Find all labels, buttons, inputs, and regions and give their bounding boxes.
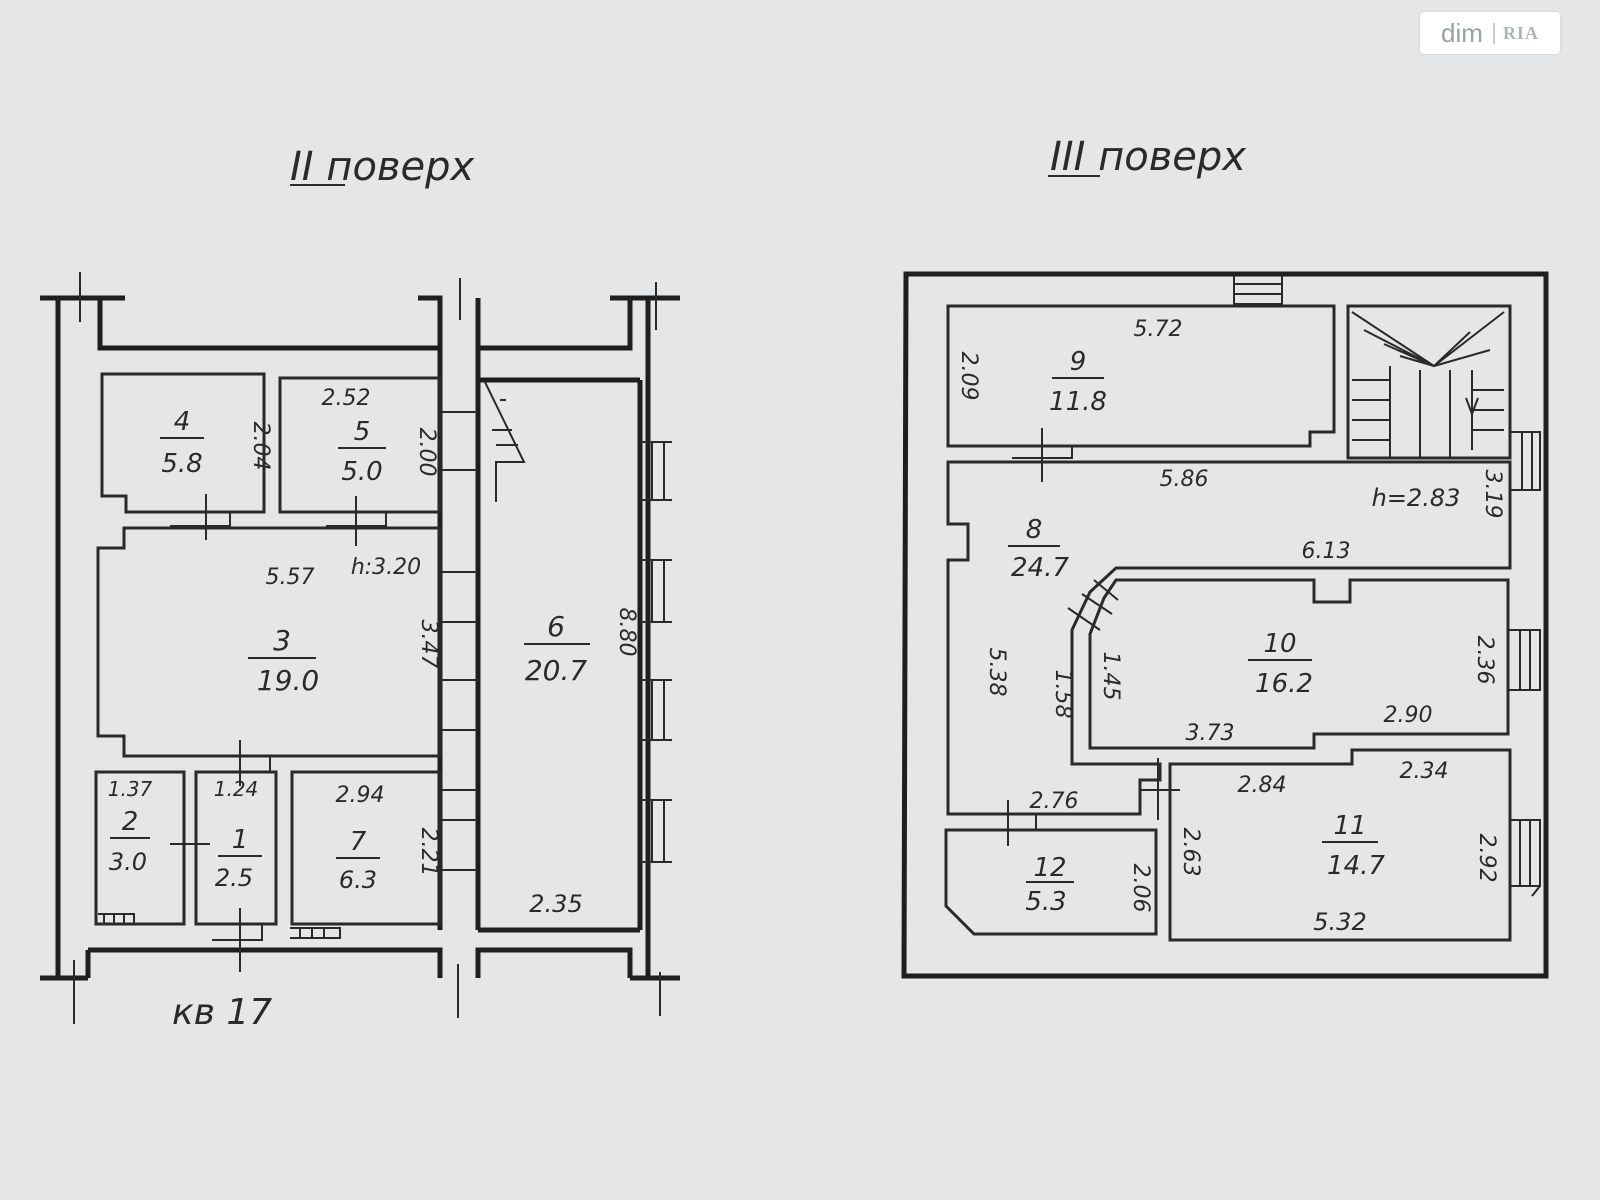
svg-text:5.72: 5.72 — [1134, 317, 1183, 342]
svg-text:11: 11 — [1333, 811, 1366, 841]
svg-text:8.80: 8.80 — [614, 608, 639, 657]
svg-text:9: 9 — [1070, 347, 1087, 377]
svg-text:2.21: 2.21 — [416, 828, 441, 877]
svg-text:16.2: 16.2 — [1255, 669, 1313, 699]
svg-text:6.3: 6.3 — [339, 866, 377, 894]
floor-3-outer-wall — [901, 271, 1549, 979]
svg-text:1.45: 1.45 — [1098, 652, 1123, 701]
svg-text:h:3.20: h:3.20 — [351, 555, 421, 580]
svg-text:14.7: 14.7 — [1327, 851, 1385, 881]
svg-text:2.90: 2.90 — [1384, 703, 1433, 728]
svg-text:5.0: 5.0 — [341, 457, 382, 487]
floor-2-footnote: кв 17 — [172, 992, 272, 1033]
svg-text:2.76: 2.76 — [1030, 789, 1079, 814]
svg-text:2.52: 2.52 — [322, 386, 371, 411]
svg-text:2.34: 2.34 — [1400, 759, 1449, 784]
floor-3-title: III поверх — [1050, 134, 1246, 180]
svg-text:2: 2 — [122, 807, 139, 837]
svg-text:1.58: 1.58 — [1050, 670, 1075, 719]
floor-2-room-2: 2 3.0 — [109, 807, 150, 876]
floor-3-room-9: 9 11.8 — [1049, 347, 1107, 417]
svg-text:2.06: 2.06 — [1128, 864, 1153, 913]
svg-text:5.86: 5.86 — [1160, 467, 1209, 492]
floor-2-title: II поверх — [290, 144, 475, 190]
svg-text:5: 5 — [354, 417, 371, 447]
floor-3-room-12: 12 5.3 — [1025, 853, 1074, 917]
floor-3-room-11: 11 14.7 — [1322, 811, 1385, 881]
floor-3-plan: III поверх 9 11.8 — [901, 134, 1549, 979]
svg-text:5.38: 5.38 — [984, 648, 1009, 697]
floor-2-room-3: 3 19.0 — [248, 624, 319, 697]
floor-2-room-7: 7 6.3 — [336, 827, 380, 894]
svg-text:1.37: 1.37 — [108, 777, 153, 801]
svg-text:2.84: 2.84 — [1238, 773, 1287, 798]
svg-text:2.09: 2.09 — [956, 352, 981, 401]
svg-text:2.04: 2.04 — [248, 422, 273, 471]
floor-3-room-10: 10 16.2 — [1248, 629, 1313, 699]
watermark-brand: dim — [1441, 17, 1483, 48]
floor-2-room-5: 5 5.0 — [338, 417, 386, 487]
svg-text:3.19: 3.19 — [1480, 470, 1505, 519]
svg-text:20.7: 20.7 — [525, 654, 588, 687]
svg-text:2.36: 2.36 — [1472, 636, 1497, 685]
svg-text:8: 8 — [1026, 515, 1043, 545]
svg-text:5.32: 5.32 — [1313, 908, 1366, 936]
svg-text:5.3: 5.3 — [1025, 887, 1066, 917]
floor-2-plan: II поверх — [40, 144, 680, 1033]
svg-text:4: 4 — [174, 407, 191, 437]
svg-text:3: 3 — [273, 624, 291, 657]
svg-text:2.94: 2.94 — [336, 783, 385, 808]
svg-text:3.0: 3.0 — [109, 848, 147, 876]
svg-text:3.47: 3.47 — [416, 620, 441, 669]
svg-text:2.63: 2.63 — [1178, 828, 1203, 877]
svg-text:10: 10 — [1263, 629, 1296, 659]
floor-2-room-1: 1 2.5 — [215, 825, 262, 892]
svg-text:2.00: 2.00 — [414, 428, 439, 477]
svg-text:2.35: 2.35 — [529, 890, 582, 918]
floor-2-dimensions: 2.52 2.04 2.00 5.57 h:3.20 3.47 8.80 1.3… — [108, 386, 639, 918]
floor-3-dimensions: 5.72 2.09 5.86 h=2.83 3.19 6.13 5.38 1.5… — [956, 317, 1505, 936]
svg-text:1.24: 1.24 — [214, 777, 259, 801]
svg-text:6.13: 6.13 — [1302, 539, 1351, 564]
svg-text:5.8: 5.8 — [161, 449, 202, 479]
svg-text:3.73: 3.73 — [1186, 721, 1235, 746]
svg-text:2.5: 2.5 — [215, 864, 253, 892]
floor-2-room-6: 6 20.7 — [524, 610, 590, 687]
svg-text:1: 1 — [232, 825, 249, 855]
watermark-brand-suffix: RIA — [1492, 22, 1539, 44]
dimria-watermark-logo: dim RIA — [1420, 12, 1560, 54]
svg-text:11.8: 11.8 — [1049, 387, 1107, 417]
svg-text:24.7: 24.7 — [1011, 553, 1069, 583]
floor-3-room-8: 8 24.7 — [1008, 515, 1069, 583]
svg-text:7: 7 — [350, 827, 367, 857]
svg-text:12: 12 — [1033, 853, 1066, 883]
floor-2-room-4: 4 5.8 — [160, 407, 204, 479]
svg-text:19.0: 19.0 — [257, 664, 319, 697]
svg-text:5.57: 5.57 — [266, 565, 315, 590]
svg-text:6: 6 — [547, 610, 565, 643]
svg-text:2.92: 2.92 — [1474, 834, 1499, 883]
svg-text:h=2.83: h=2.83 — [1372, 484, 1461, 512]
